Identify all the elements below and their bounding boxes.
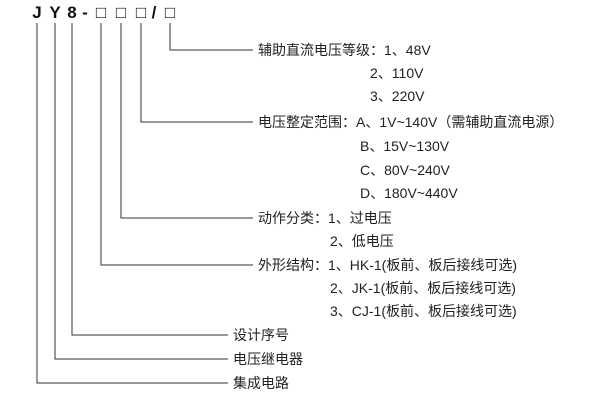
model-char-box-4: □ — [164, 3, 176, 22]
model-char-slash: / — [151, 3, 157, 22]
voltage-relay-label: 电压继电器 — [233, 351, 303, 367]
action-class-item-2: 2、低电压 — [330, 233, 394, 249]
integrated-circuit-label: 集成电路 — [233, 375, 289, 391]
connector-integrated-circuit — [36, 23, 228, 384]
structure-label: 外形结构：1、HK-1(板前、板后接线可选) — [258, 257, 518, 273]
model-char-dash: - — [82, 3, 88, 22]
model-char-Y: Y — [49, 3, 61, 22]
aux-dc-voltage-item-3: 3、220V — [370, 88, 425, 104]
design-serial-label: 设计序号 — [233, 327, 289, 343]
connector-voltage-relay — [54, 23, 228, 360]
connector-voltage-setting-range — [140, 23, 253, 123]
model-char-box-2: □ — [115, 3, 127, 22]
voltage-range-item-C: C、80V~240V — [360, 162, 450, 178]
model-char-box-1: □ — [95, 3, 107, 22]
model-char-J: J — [32, 3, 42, 22]
model-char-8: 8 — [67, 3, 77, 22]
voltage-range-label: 电压整定范围：A、1V~140V（需辅助直流电源） — [258, 114, 564, 130]
structure-item-3: 3、CJ-1(板前、板后接线可选) — [330, 303, 517, 319]
action-class-label: 动作分类：1、过电压 — [258, 210, 392, 226]
connector-aux-dc-voltage — [169, 23, 253, 51]
voltage-range-item-D: D、180V~440V — [360, 185, 458, 201]
voltage-range-item-B: B、15V~130V — [360, 138, 450, 154]
connector-design-serial — [71, 23, 228, 336]
aux-dc-voltage-item-2: 2、110V — [370, 65, 424, 81]
aux-dc-voltage-label: 辅助直流电压等级：1、48V — [258, 42, 431, 58]
structure-item-2: 2、JK-1(板前、板后接线可选) — [330, 280, 516, 296]
connector-structure — [100, 23, 253, 266]
model-char-box-3: □ — [135, 3, 147, 22]
connector-action-class — [120, 23, 253, 219]
